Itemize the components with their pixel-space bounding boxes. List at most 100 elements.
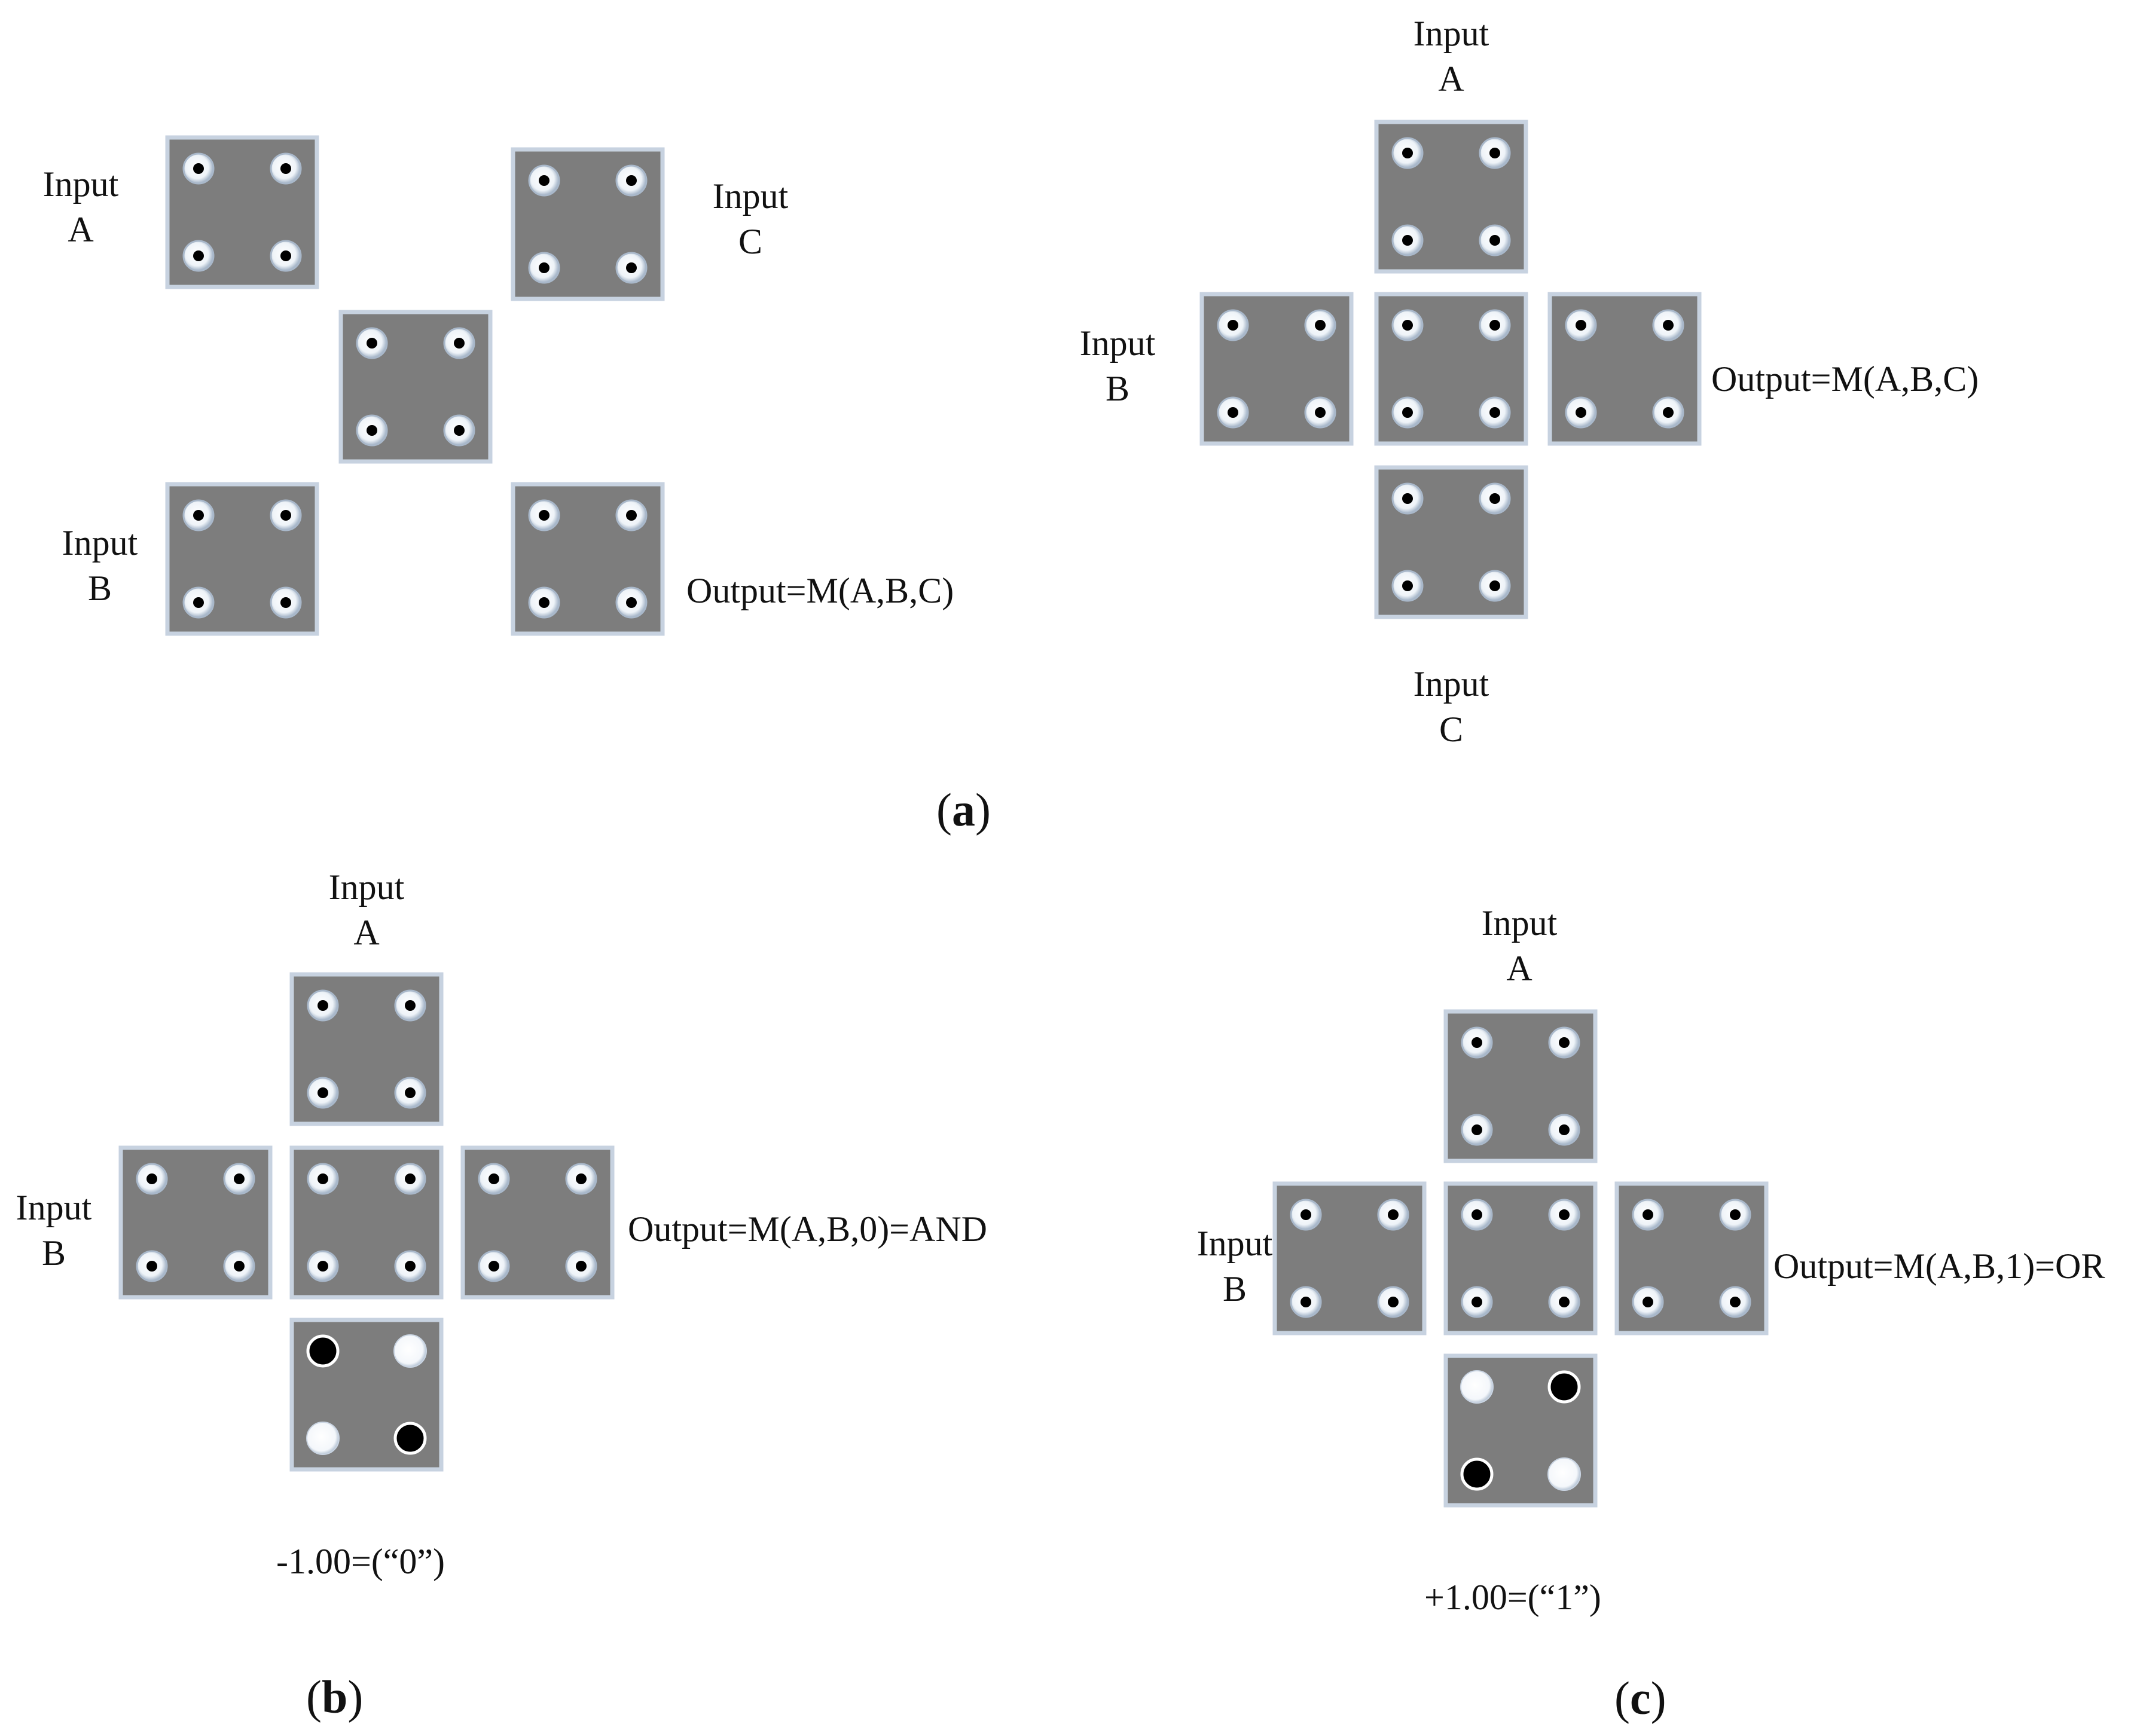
panel-c-control-cell (1443, 1353, 1598, 1508)
panel-c-control-value: +1.00=(“1”) (1424, 1578, 1601, 1617)
electron-br (1730, 1297, 1741, 1307)
electron-tr (1559, 1037, 1570, 1048)
panel-a-caption: (a) (936, 784, 991, 836)
electron-tr (454, 338, 465, 349)
electron-bl (1402, 235, 1413, 246)
electron-bl (1576, 407, 1586, 418)
electron-br (1559, 1297, 1570, 1307)
panel-c-input-b-label: Input B (1184, 1221, 1286, 1312)
electron-tl (1402, 493, 1413, 504)
electron-tr (1559, 1209, 1570, 1220)
input-word: Input (1196, 1224, 1273, 1263)
input-word: Input (1481, 903, 1558, 943)
electron-tr (280, 163, 291, 174)
input-word: Input (16, 1188, 92, 1227)
electron-tr (234, 1173, 245, 1184)
input-letter: C (738, 222, 763, 261)
empty-dot-bl (306, 1422, 340, 1455)
electron-tr (576, 1173, 587, 1184)
electron-tl (1472, 1037, 1482, 1048)
input-word: Input (42, 164, 119, 204)
electron-br (1489, 407, 1500, 418)
electron-br (626, 262, 637, 273)
electron-bl (318, 1087, 328, 1098)
panel-b-input-a-cell (289, 972, 444, 1126)
electron-tl (318, 1000, 328, 1011)
electron-br (1489, 580, 1500, 591)
electron-tr (405, 1000, 416, 1011)
electron-tl (539, 175, 549, 186)
input-word: Input (62, 523, 138, 563)
electron-tr (1663, 320, 1674, 331)
electron-tl (1643, 1209, 1653, 1220)
occupied-dot-tr (1547, 1370, 1581, 1404)
panel-a-left-output-label: Output=M(A,B,C) (686, 571, 954, 610)
panel-c-letter: c (1629, 1672, 1651, 1724)
input-letter: A (68, 210, 94, 249)
electron-tr (1489, 320, 1500, 331)
electron-br (405, 1087, 416, 1098)
panel-b-caption: (b) (306, 1671, 364, 1723)
electron-tl (1576, 320, 1586, 331)
panel-c-output-cell (1614, 1181, 1769, 1335)
electron-bl (1228, 407, 1238, 418)
panel-c-input-b-cell (1272, 1181, 1427, 1335)
input-letter: B (41, 1233, 66, 1273)
electron-tl (539, 510, 549, 521)
input-word: Input (712, 176, 789, 216)
electron-tl (146, 1173, 157, 1184)
electron-tr (1388, 1209, 1399, 1220)
panel-a-left-input-a-cell (165, 135, 319, 289)
electron-tl (318, 1173, 328, 1184)
panel-a-right-input-c-cell (1374, 465, 1528, 619)
panel-a-right-output-cell (1547, 292, 1702, 446)
electron-tr (1315, 320, 1326, 331)
electron-bl (539, 262, 549, 273)
panel-a-left-input-b-cell (165, 482, 319, 636)
panel-a-right-output-label: Output=M(A,B,C) (1711, 359, 1979, 399)
panel-a-right-input-a-cell (1374, 120, 1528, 274)
electron-br (1663, 407, 1674, 418)
empty-dot-br (1547, 1457, 1581, 1491)
input-letter: C (1439, 710, 1464, 749)
panel-c-input-a-label: Input A (1469, 900, 1570, 991)
input-word: Input (328, 867, 405, 907)
electron-tl (1472, 1209, 1482, 1220)
electron-br (280, 597, 291, 608)
panel-a-left-input-b-label: Input B (49, 520, 151, 611)
electron-tl (489, 1173, 499, 1184)
panel-a-left-output-cell (511, 482, 665, 636)
panel-b-input-b-cell (118, 1145, 273, 1300)
electron-bl (1472, 1297, 1482, 1307)
panel-a-right-input-b-label: Input B (1067, 320, 1168, 411)
input-letter: B (1222, 1269, 1247, 1309)
panel-c-output-label: Output=M(A,B,1)=OR (1773, 1246, 2105, 1286)
electron-bl (193, 597, 204, 608)
occupied-dot-br (393, 1422, 427, 1455)
electron-tl (1300, 1209, 1311, 1220)
input-letter: B (1105, 369, 1130, 408)
panel-b-control-cell (289, 1318, 444, 1472)
panel-c-device-cell (1443, 1181, 1598, 1335)
panel-a-right-input-a-label: Input A (1400, 11, 1502, 102)
electron-br (1559, 1124, 1570, 1135)
panel-c-input-a-cell (1443, 1009, 1598, 1163)
electron-tl (193, 163, 204, 174)
empty-dot-tl (1460, 1370, 1494, 1404)
empty-dot-tr (393, 1334, 427, 1368)
electron-bl (318, 1261, 328, 1272)
electron-bl (146, 1261, 157, 1272)
input-letter: B (87, 569, 112, 608)
electron-tr (626, 175, 637, 186)
electron-bl (1300, 1297, 1311, 1307)
electron-br (454, 425, 465, 436)
panel-b-output-label: Output=M(A,B,0)=AND (628, 1209, 987, 1249)
electron-tr (1730, 1209, 1741, 1220)
input-letter: A (353, 913, 380, 952)
electron-tl (1228, 320, 1238, 331)
electron-tr (626, 510, 637, 521)
electron-bl (489, 1261, 499, 1272)
electron-bl (539, 597, 549, 608)
electron-tr (1489, 148, 1500, 158)
